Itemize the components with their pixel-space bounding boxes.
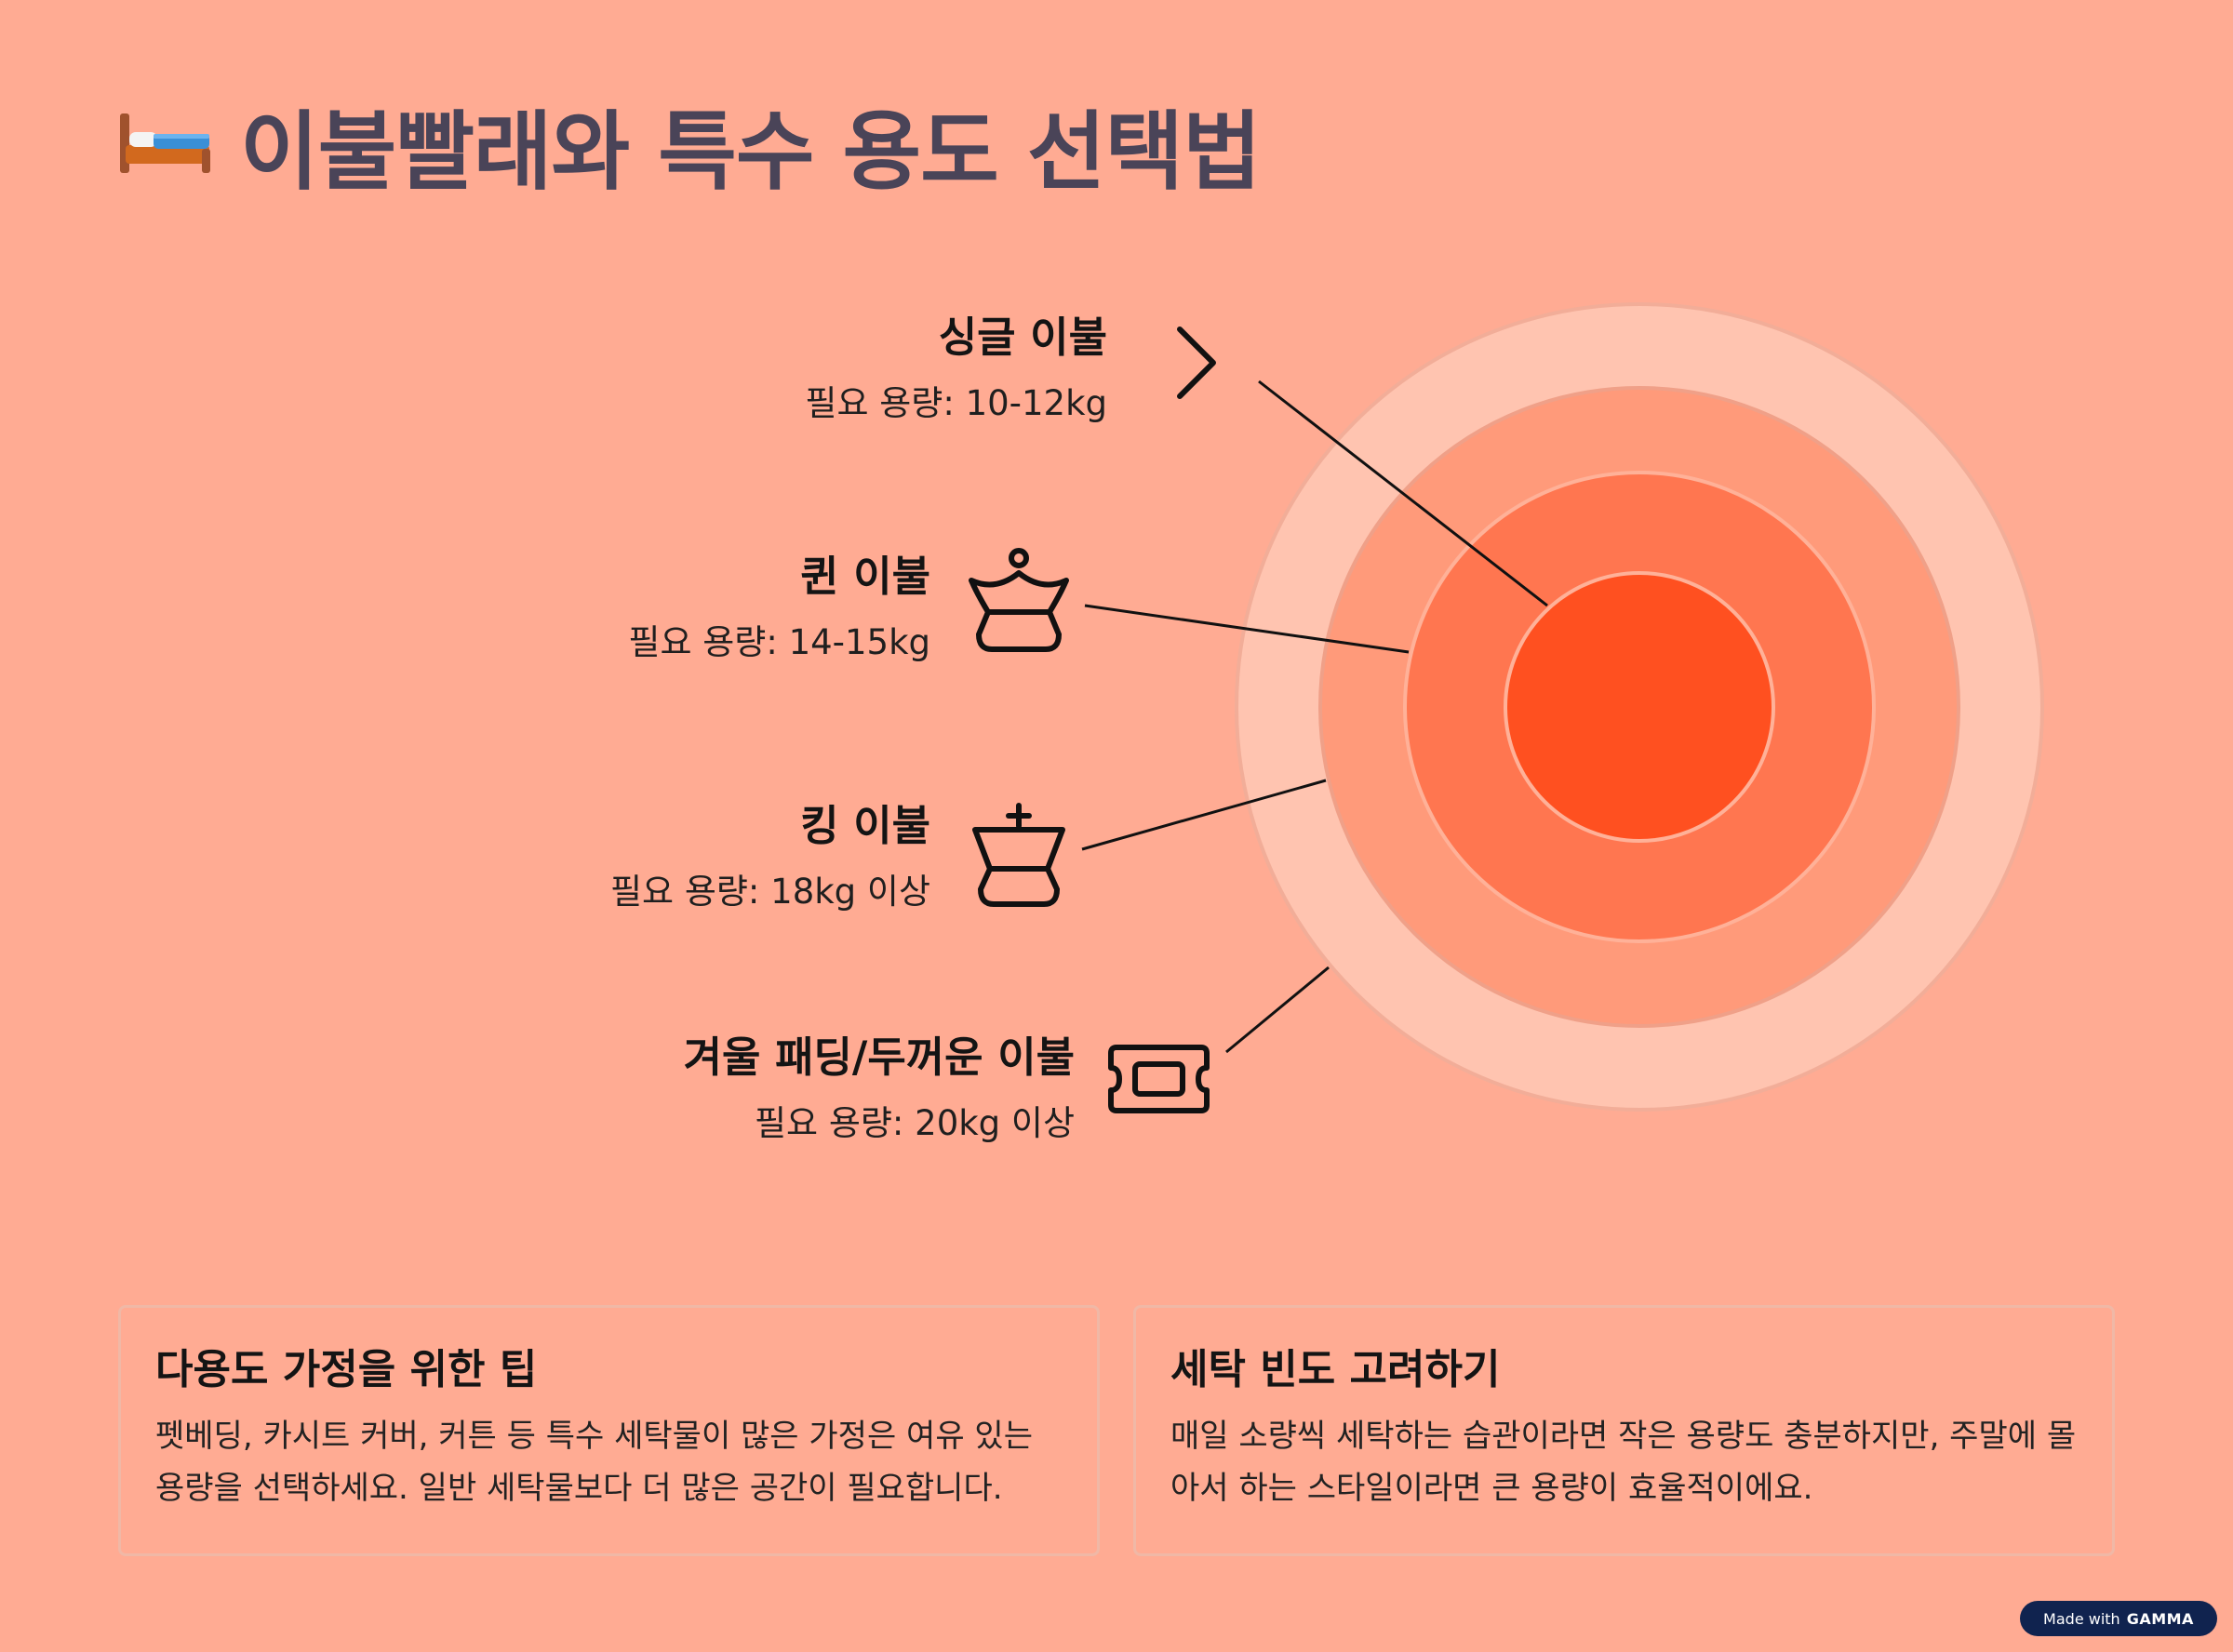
chess-king-icon [968,802,1070,909]
label-caption: 필요 용량: 20kg 이상 [755,1103,1075,1143]
ring-core [1504,571,1775,843]
label-caption: 필요 용량: 18kg 이상 [610,872,930,912]
label-caption: 필요 용량: 14-15kg [628,622,930,662]
label-title: 싱글 이불 [938,313,1107,362]
label-winter: 겨울 패딩/두꺼운 이불 필요 용량: 20kg 이상 [330,1032,1075,1147]
card-body: 매일 소량씩 세탁하는 습관이라면 작은 용량도 충분하지만, 주말에 몰아서 … [1170,1418,2077,1507]
label-title: 퀸 이불 [800,552,930,601]
ticket-icon [1105,1042,1212,1116]
card-body: 펫베딩, 카시트 커버, 커튼 등 특수 세탁물이 많은 가정은 여유 있는 용… [155,1418,1033,1507]
label-queen: 퀸 이불 필요 용량: 14-15kg [186,551,930,666]
connector-line-winter [1225,966,1330,1054]
label-king: 킹 이불 필요 용량: 18kg 이상 [186,800,930,915]
connector-line-king [1081,779,1327,851]
label-single: 싱글 이불 필요 용량: 10-12kg [363,312,1107,427]
label-title: 킹 이불 [800,801,930,850]
bed-icon [116,112,214,177]
tip-card-multipurpose: 다용도 가정을 위한 팁 펫베딩, 카시트 커버, 커튼 등 특수 세탁물이 많… [118,1305,1100,1556]
card-title: 세탁 빈도 고려하기 [1170,1346,1501,1393]
badge-brand: GAMMA [2126,1609,2194,1628]
connector-line-queen [1084,604,1410,654]
label-title: 겨울 패딩/두꺼운 이불 [683,1032,1075,1082]
chess-queen-icon [968,545,1070,652]
page-title: 이불빨래와 특수 용도 선택법 [240,101,1262,202]
made-with-gamma-badge[interactable]: Made with GAMMA [2020,1601,2217,1636]
connector-line-single [1258,380,1548,607]
label-caption: 필요 용량: 10-12kg [805,383,1107,423]
page-header: 이불빨래와 특수 용도 선택법 [116,88,1262,202]
chevron-right-icon [1172,326,1219,400]
tip-card-frequency: 세탁 빈도 고려하기 매일 소량씩 세탁하는 습관이라면 작은 용량도 충분하지… [1133,1305,2115,1556]
badge-made-with: Made with [2043,1609,2120,1628]
card-title: 다용도 가정을 위한 팁 [155,1346,538,1393]
